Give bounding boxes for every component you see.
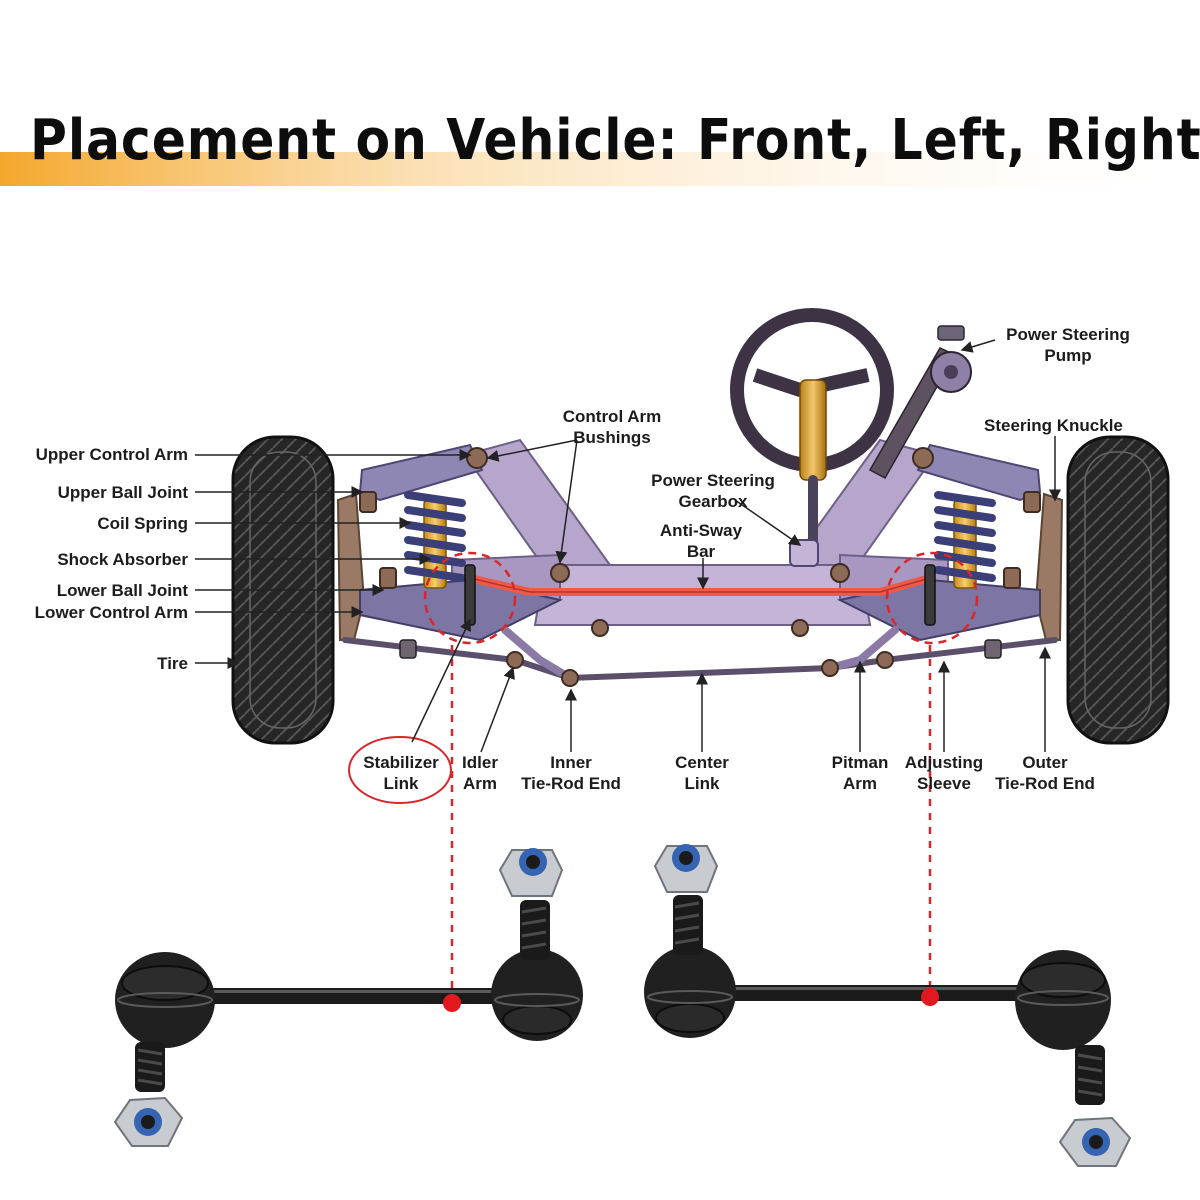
- stabilizer-link-callout-ring: [348, 736, 452, 804]
- right-link-marker-dot: [921, 988, 939, 1006]
- page-title: Placement on Vehicle: Front, Left, Right: [30, 108, 1200, 173]
- leader-lines: [195, 339, 1061, 753]
- bushings: [359, 447, 1041, 637]
- label-center-link: Center Link: [675, 753, 729, 793]
- label-shock-absorber: Shock Absorber: [57, 550, 188, 569]
- label-stabilizer-link: Stabilizer Link: [363, 753, 439, 793]
- left-steering-knuckle: [336, 492, 366, 641]
- left-link-marker-dot: [443, 994, 461, 1012]
- label-power-steering-pump: Power Steering Pump: [1006, 325, 1130, 365]
- left-stabilizer-link-product: [113, 848, 583, 1147]
- right-stabilizer-link-product: [644, 844, 1132, 1167]
- left-link-highlight: [423, 551, 517, 645]
- steering-column: [799, 379, 827, 481]
- power-steering-pump: [868, 325, 972, 480]
- label-anti-sway-bar: Anti-Sway Bar: [659, 521, 743, 561]
- right-steering-knuckle: [1034, 492, 1064, 641]
- label-outer-tie-rod-end: Outer Tie-Rod End: [995, 753, 1095, 793]
- label-inner-tie-rod-end: Inner Tie-Rod End: [521, 753, 621, 793]
- label-steering-knuckle: Steering Knuckle: [984, 416, 1123, 435]
- right-coil-spring: [934, 491, 996, 582]
- label-idler-arm: Idler Arm: [462, 753, 498, 793]
- left-upper-control-arm: [358, 443, 484, 502]
- label-control-arm-bushings: Control Arm Bushings: [562, 407, 662, 447]
- label-adjusting-sleeve: Adjusting Sleeve: [904, 753, 984, 793]
- right-tire: [1066, 435, 1170, 745]
- label-upper-ball-joint: Upper Ball Joint: [57, 483, 188, 502]
- right-link-highlight: [885, 551, 979, 645]
- right-upper-control-arm: [916, 443, 1042, 502]
- label-lower-control-arm: Lower Control Arm: [34, 603, 188, 622]
- title-accent-band: [0, 152, 1200, 186]
- right-lower-control-arm: [837, 578, 1041, 642]
- label-lower-ball-joint: Lower Ball Joint: [56, 581, 188, 600]
- label-upper-control-arm: Upper Control Arm: [35, 445, 188, 464]
- label-coil-spring: Coil Spring: [97, 514, 188, 533]
- vehicle-stabilizer-links: [464, 564, 936, 626]
- steering-gearbox: [789, 539, 819, 567]
- left-coil-spring: [404, 491, 466, 582]
- label-power-steering-gearbox: Power Steering Gearbox: [651, 471, 775, 511]
- label-tire: Tire: [157, 654, 188, 673]
- label-pitman-arm: Pitman Arm: [831, 753, 889, 793]
